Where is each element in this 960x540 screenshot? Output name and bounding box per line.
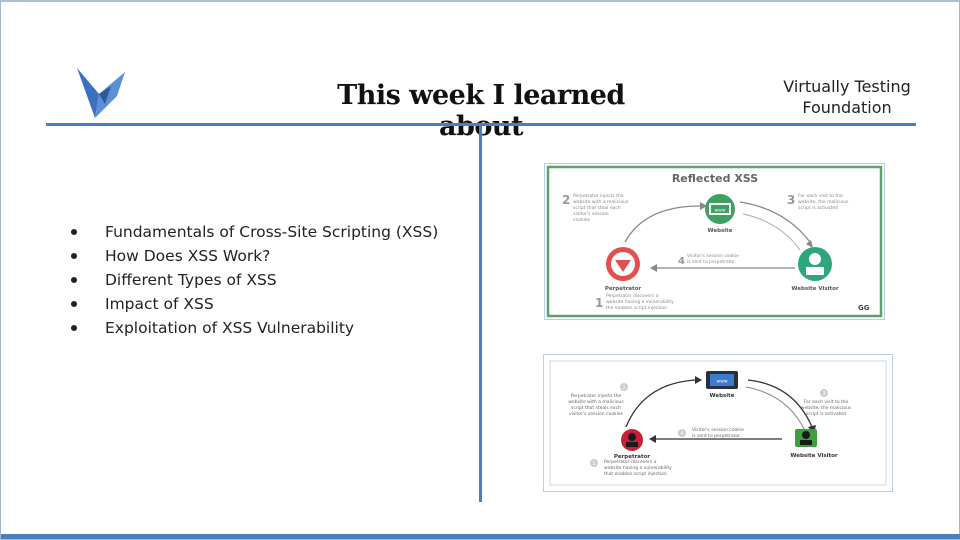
header-divider xyxy=(46,123,916,126)
topic-text: Impact of XSS xyxy=(105,295,214,313)
topic-text: How Does XSS Work? xyxy=(105,247,271,265)
step-2-text: website with a malicious xyxy=(573,199,629,205)
step-3-text: website, the malicious xyxy=(801,405,852,411)
step-3-text: script is activated xyxy=(798,205,838,211)
organization-name: Virtually Testing Foundation xyxy=(769,76,925,118)
step-2-text: Perpetrator injects the xyxy=(571,393,622,399)
bullet-dot xyxy=(71,253,77,259)
vt-logo-icon xyxy=(77,68,125,118)
website-visitor-icon xyxy=(798,247,832,281)
step-3-number: 3 xyxy=(787,193,795,207)
step-3-text: For each visit to the xyxy=(804,399,849,405)
reflected-xss-svg: Reflected XSS 2 Perpetrator injects the … xyxy=(546,165,883,318)
step-1-text: the enables script injection xyxy=(606,305,667,311)
perpetrator-icon xyxy=(606,247,640,281)
step-1-text: Perpetrator discovers a xyxy=(606,293,659,299)
perpetrator-label: Perpetrator xyxy=(605,286,642,292)
step-3-badge xyxy=(820,389,828,397)
step-4-text: Visitor's session cookie xyxy=(692,427,744,433)
xss-flow-svg: www Website 2 Perpetrator injects the we… xyxy=(549,360,887,486)
step-2-text: website with a malicious xyxy=(568,399,624,405)
step-1-number: 1 xyxy=(595,296,603,310)
www-label: www xyxy=(716,380,727,385)
topic-text: Exploitation of XSS Vulnerability xyxy=(105,319,355,337)
list-item: Impact of XSS xyxy=(67,292,438,316)
step-2-badge xyxy=(620,383,628,391)
diagram-title: Reflected XSS xyxy=(672,172,758,185)
list-item: Fundamentals of Cross-Site Scripting (XS… xyxy=(67,220,438,244)
step-1-text: website having a vulnerability xyxy=(604,465,672,471)
step-3-number: 3 xyxy=(822,391,825,397)
step-2-text: visitor's session xyxy=(573,211,609,217)
step-4-number: 4 xyxy=(678,256,685,267)
step-1-text: website having a vulnerability xyxy=(606,299,674,305)
step-1-number: 1 xyxy=(592,461,595,467)
step-1-text: that enables script injection xyxy=(604,471,667,477)
list-item: Different Types of XSS xyxy=(67,268,438,292)
step-4-number: 4 xyxy=(680,431,683,437)
column-divider xyxy=(479,126,482,502)
xss-flow-diagram: www Website 2 Perpetrator injects the we… xyxy=(543,354,893,492)
website-visitor-label: Website Visitor xyxy=(791,286,839,292)
step-3-text: website, the malicious xyxy=(798,199,849,205)
step-4-text: Visitor's session cookie xyxy=(687,253,739,259)
step-2-number: 2 xyxy=(562,193,570,207)
reflected-xss-diagram: Reflected XSS 2 Perpetrator injects the … xyxy=(544,163,885,320)
step-4-badge xyxy=(678,429,686,437)
step-2-text: visitor's session cookies xyxy=(569,411,624,417)
website-label: Website xyxy=(707,228,732,234)
bullet-dot xyxy=(71,229,77,235)
org-line-1: Virtually Testing xyxy=(783,77,911,96)
step-2-text: script that steals each xyxy=(571,405,621,411)
website-icon: www xyxy=(706,371,738,389)
gg-logo-icon: GG xyxy=(858,304,870,312)
bullet-dot xyxy=(71,325,77,331)
step-2-number: 2 xyxy=(622,385,625,391)
bullet-dot xyxy=(71,277,77,283)
www-label: www xyxy=(714,209,725,214)
topic-list: Fundamentals of Cross-Site Scripting (XS… xyxy=(67,220,438,340)
bullet-dot xyxy=(71,301,77,307)
topic-text: Different Types of XSS xyxy=(105,271,277,289)
step-3-text: script is activated xyxy=(806,411,846,417)
footer-bar xyxy=(1,534,960,539)
website-label: Website xyxy=(709,393,734,399)
list-item: Exploitation of XSS Vulnerability xyxy=(67,316,438,340)
step-1-text: Perpetrator discovers a xyxy=(604,459,657,465)
step-2-text: Perpetrator injects the xyxy=(573,193,624,199)
website-visitor-label: Website Visitor xyxy=(790,453,838,459)
topic-text: Fundamentals of Cross-Site Scripting (XS… xyxy=(105,223,439,241)
list-item: How Does XSS Work? xyxy=(67,244,438,268)
website-visitor-icon xyxy=(795,429,817,447)
step-1-badge xyxy=(590,459,598,467)
step-2-text: script that steal each xyxy=(573,205,621,211)
perpetrator-icon xyxy=(621,429,643,451)
perpetrator-label: Perpetrator xyxy=(614,454,651,460)
org-line-2: Foundation xyxy=(802,98,892,117)
website-icon: www xyxy=(705,194,735,224)
step-4-text: is sent to perpetrator. xyxy=(692,433,741,439)
step-2-text: cookies xyxy=(573,217,591,223)
step-4-text: is sent to perpetrator. xyxy=(687,259,736,265)
step-3-text: For each visit to the xyxy=(798,193,843,199)
